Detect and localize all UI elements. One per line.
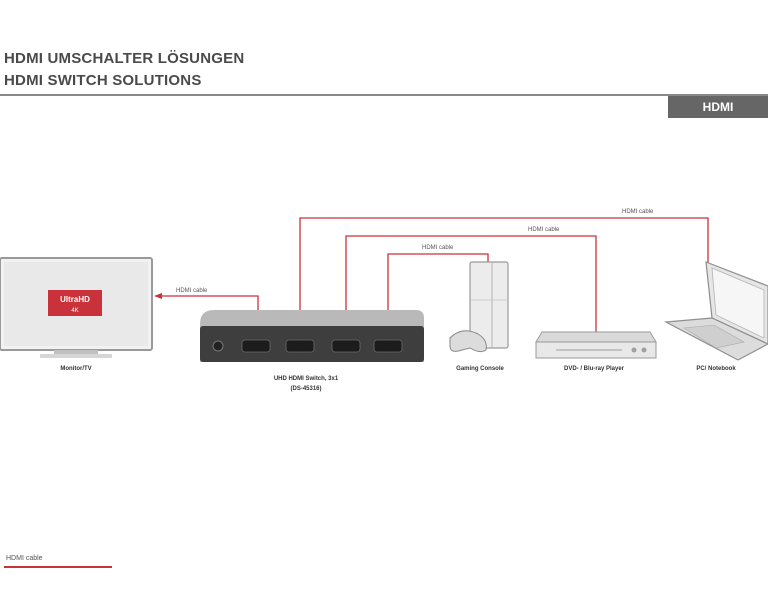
dvd-player <box>535 331 657 359</box>
pc-notebook <box>663 261 768 361</box>
legend-label: HDMI cable <box>6 555 43 562</box>
screen-sub-text: 4K <box>71 308 78 314</box>
cable-label-to-monitor: HDMI cable <box>176 288 208 294</box>
switch-label-line2: (DS-45316) <box>290 386 321 392</box>
pc-label: PC/ Notebook <box>696 366 736 372</box>
hdmi-switch <box>200 310 424 362</box>
hdmi-port-output <box>241 339 271 353</box>
monitor-label: Monitor/TV <box>60 366 91 372</box>
screen-logo <box>48 290 102 316</box>
screen-brand-text: UltraHD <box>60 295 90 304</box>
cable-pc-to-switch <box>299 217 709 322</box>
power-port <box>212 340 224 352</box>
page-title-english: HDMI SWITCH SOLUTIONS <box>4 72 202 89</box>
hdmi-port-input-3 <box>373 339 403 353</box>
cable-dvd-to-switch <box>345 235 597 332</box>
monitor-tv: UltraHD 4K <box>0 257 153 358</box>
page-title-german: HDMI UMSCHALTER LÖSUNGEN <box>4 50 245 67</box>
cable-label-dvd: HDMI cable <box>528 227 560 233</box>
gaming-console <box>449 261 509 353</box>
dvd-label: DVD- / Blu-ray Player <box>564 366 625 372</box>
cable-console-to-switch <box>387 253 489 322</box>
cable-label-pc: HDMI cable <box>622 209 654 215</box>
hdmi-port-input-1 <box>285 339 315 353</box>
hdmi-port-input-2 <box>331 339 361 353</box>
legend-swatch <box>4 566 112 568</box>
header-rule <box>0 94 768 96</box>
cable-label-console: HDMI cable <box>422 245 454 251</box>
arrow-to-monitor <box>154 293 162 299</box>
category-badge: HDMI <box>668 96 768 118</box>
console-label: Gaming Console <box>456 366 504 372</box>
controller-icon <box>449 330 487 353</box>
switch-label-line1: UHD HDMI Switch, 3x1 <box>274 376 339 382</box>
